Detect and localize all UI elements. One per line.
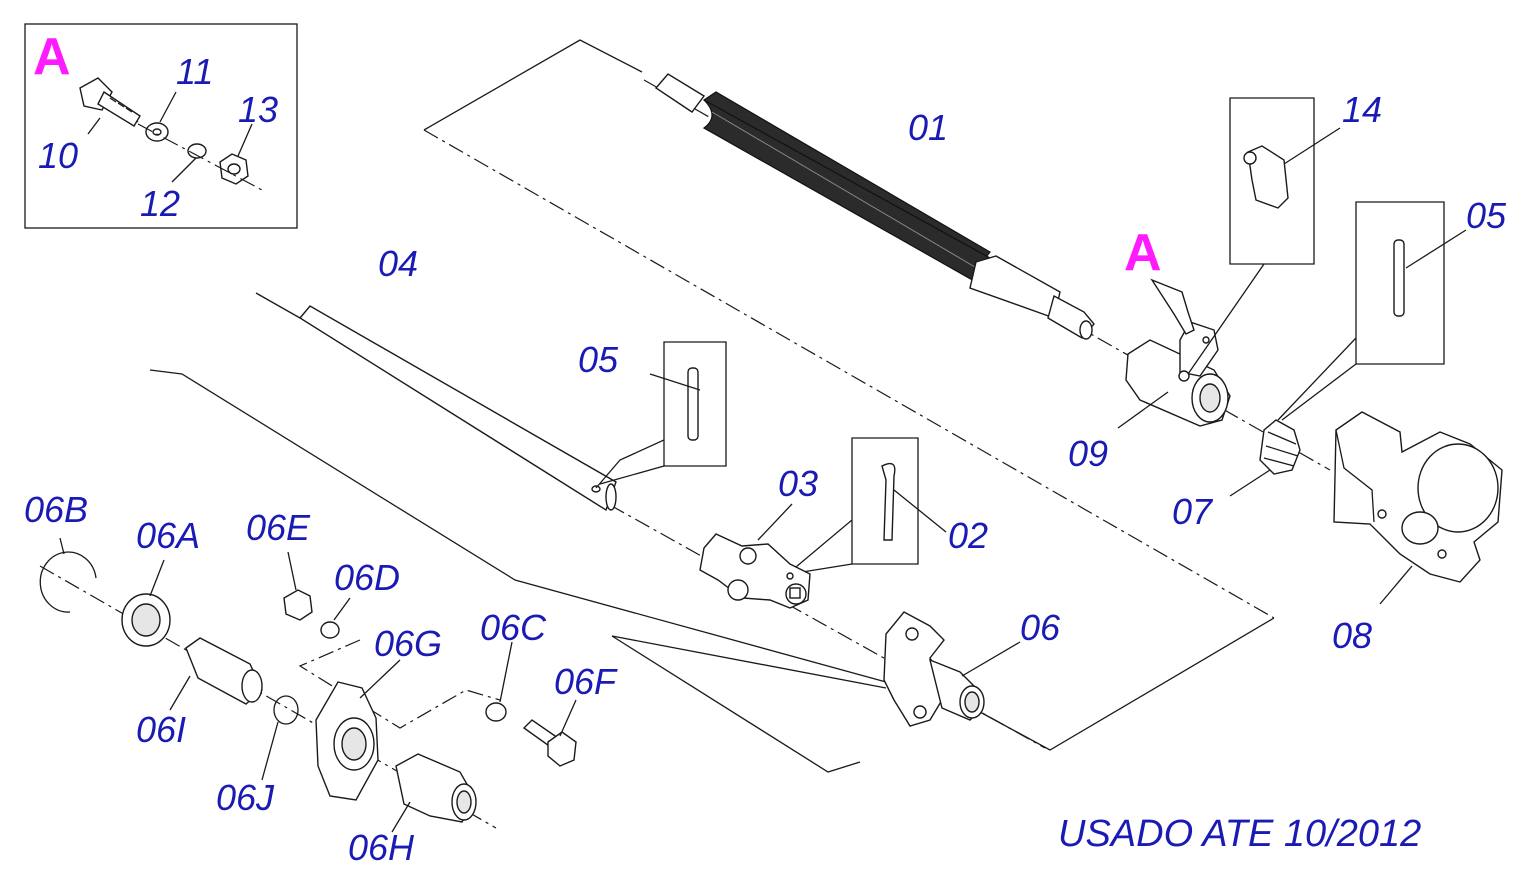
nut-06e (283, 551, 313, 621)
bolt-06f (522, 699, 577, 767)
label-08: 08 (1332, 615, 1372, 656)
bolt-10 (79, 77, 141, 127)
lock-washer-12 (187, 143, 207, 159)
label-05-right: 05 (1466, 195, 1507, 236)
label-13: 13 (238, 89, 278, 130)
label-06d: 06D (334, 557, 400, 598)
label-06a: 06A (136, 515, 200, 556)
detail-box-a: A 10 11 12 13 (24, 23, 298, 229)
label-01: 01 (908, 107, 948, 148)
washer-06c (485, 702, 507, 722)
frame-upper (423, 39, 643, 131)
label-10: 10 (38, 135, 78, 176)
bushing-06h (391, 753, 477, 833)
label-04: 04 (378, 243, 418, 284)
pin-inset-05-right (1277, 201, 1467, 421)
marker-a-main: A (1124, 224, 1162, 282)
bearing-06a (121, 559, 171, 647)
pin-inset-05-left (595, 341, 727, 489)
sleeve-09 (1117, 278, 1231, 429)
bevel-gear-07 (1229, 419, 1301, 497)
gearbox-cover-08 (1333, 411, 1503, 605)
label-06f: 06F (554, 661, 618, 702)
label-06: 06 (1020, 607, 1061, 648)
label-06b: 06B (24, 489, 88, 530)
rod-04 (298, 305, 617, 512)
ring-06j (261, 695, 299, 781)
label-03: 03 (778, 463, 818, 504)
grease-fitting-inset-14 (1187, 97, 1341, 375)
usage-note: USADO ATE 10/2012 (1058, 813, 1421, 855)
spline-shaft-01 (654, 73, 1095, 340)
frame-lower (149, 369, 887, 683)
label-07: 07 (1172, 491, 1214, 532)
universal-joint-03 (699, 503, 811, 609)
label-06h: 06H (348, 827, 415, 868)
label-06j: 06J (216, 777, 275, 818)
detail-marker-a: A (33, 28, 71, 86)
label-05-left: 05 (578, 339, 619, 380)
flanged-bushing-06 (883, 611, 1021, 727)
label-14: 14 (1342, 89, 1382, 130)
washer-06d (320, 621, 340, 639)
flange-06g (315, 659, 401, 801)
shaft-06i (169, 637, 263, 711)
label-09: 09 (1068, 433, 1108, 474)
label-02: 02 (948, 515, 988, 556)
cotter-pin-inset-02 (789, 437, 947, 575)
label-06e: 06E (246, 507, 311, 548)
retaining-ring-06b (39, 537, 97, 613)
label-06i: 06I (136, 709, 186, 750)
label-06c: 06C (480, 607, 547, 648)
label-06g: 06G (374, 623, 442, 664)
label-12: 12 (140, 183, 180, 224)
label-11: 11 (176, 51, 213, 92)
